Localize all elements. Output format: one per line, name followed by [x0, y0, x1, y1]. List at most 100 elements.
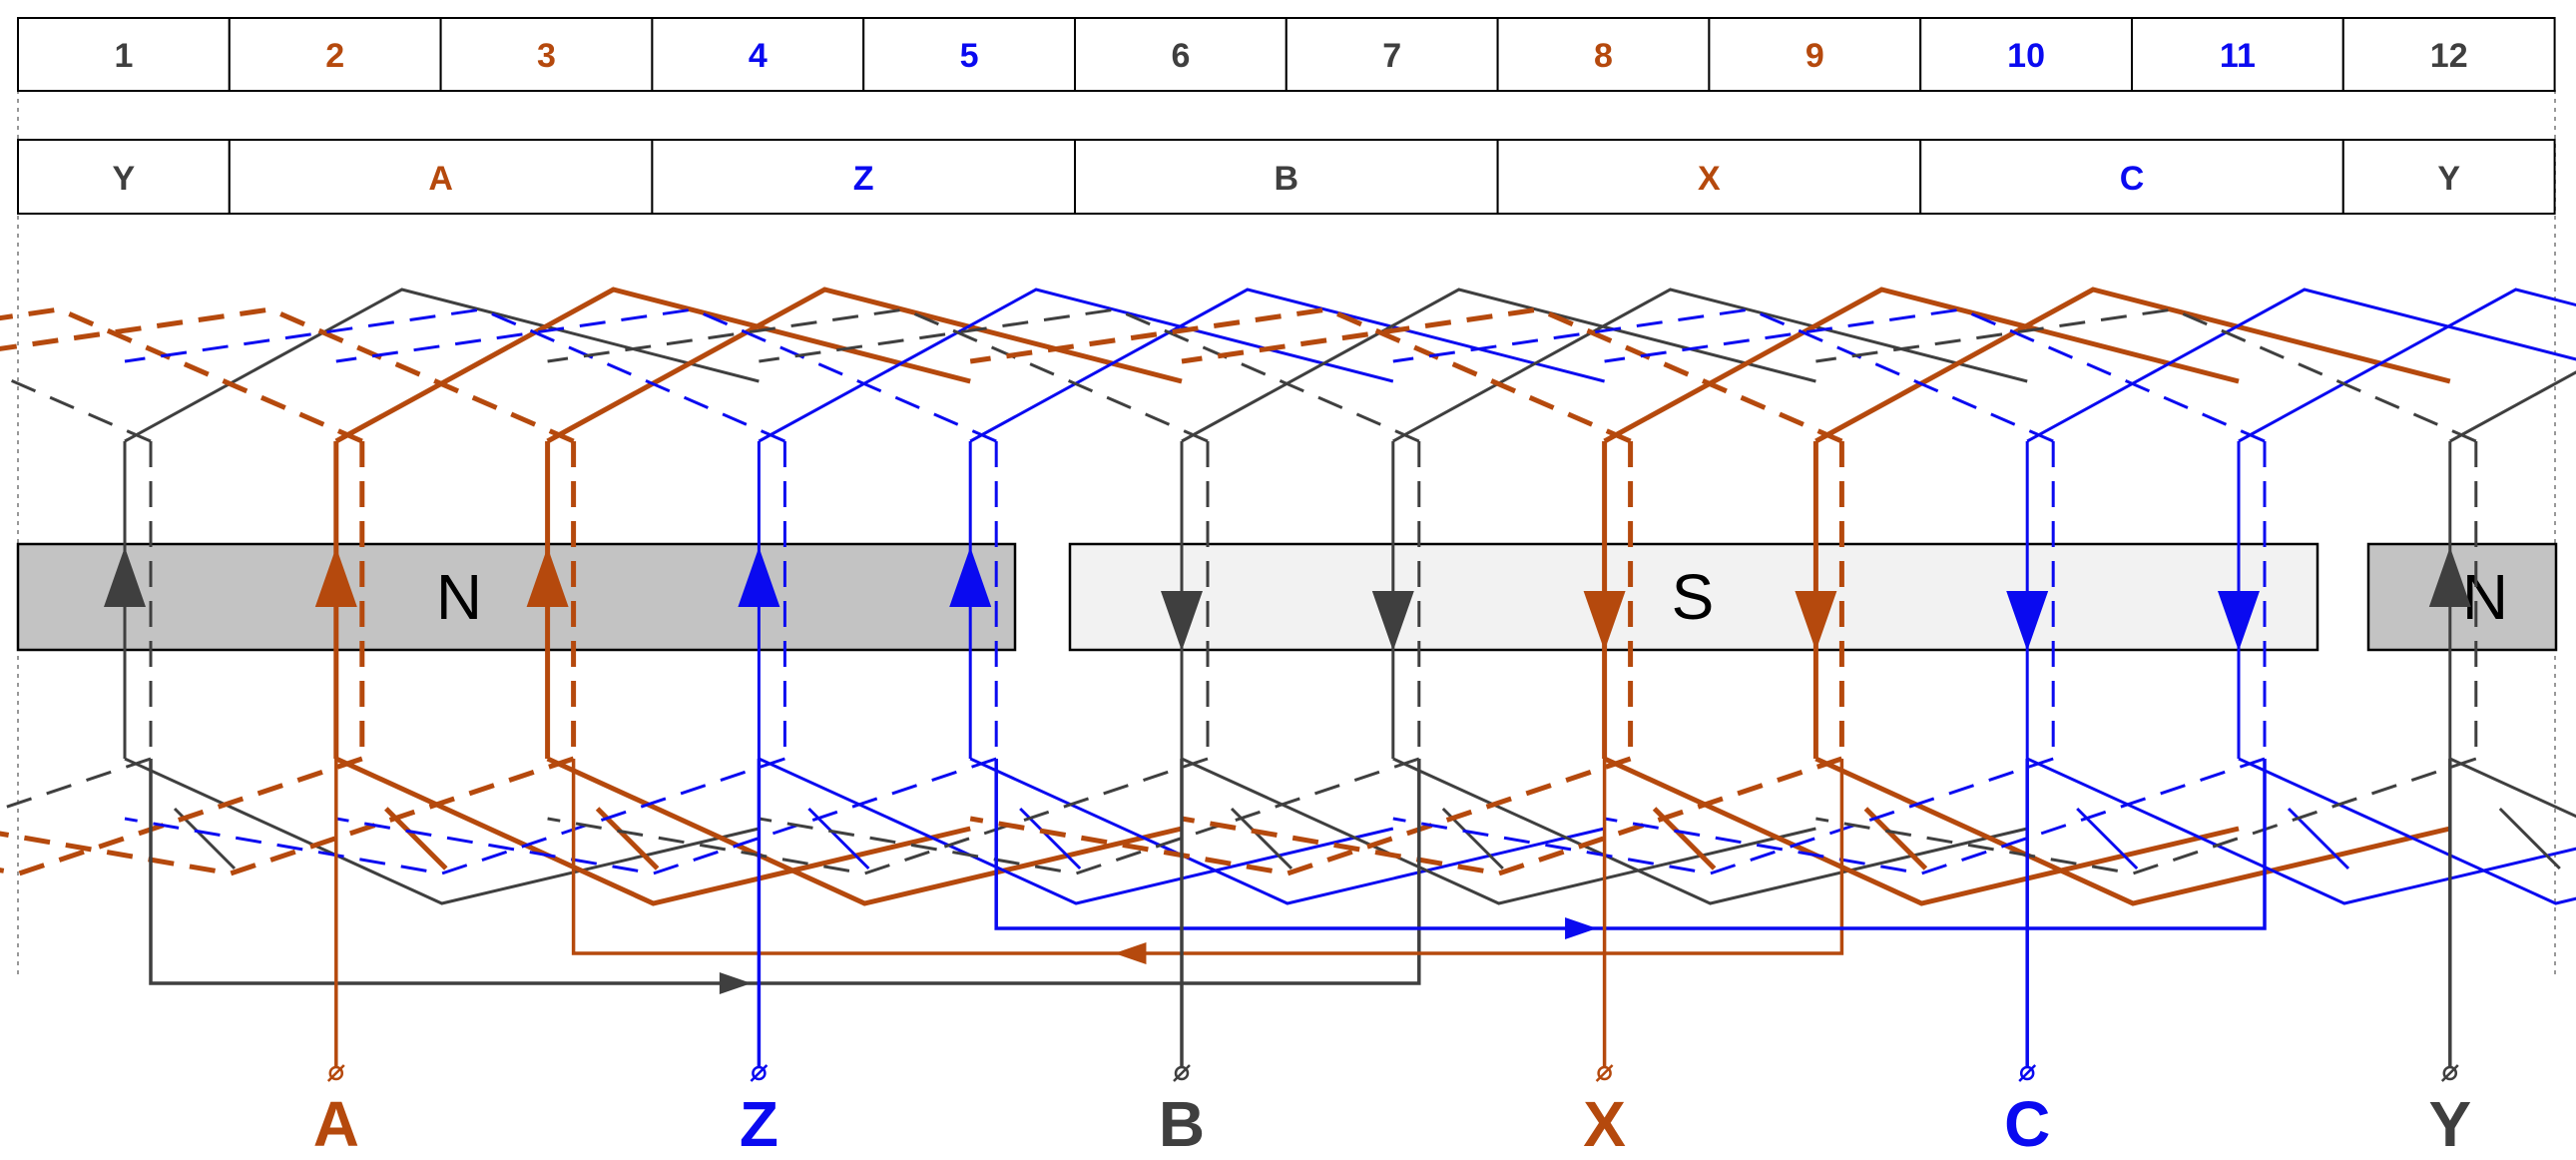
slot-number: 10 [2007, 37, 2045, 75]
arrow-up-icon [104, 547, 146, 607]
slot-cell [1919, 17, 2133, 92]
edge-guides [17, 90, 2556, 978]
slot-number: 4 [749, 37, 768, 75]
slot-number: 9 [1805, 37, 1824, 75]
coil-link [2498, 807, 2561, 870]
lower-end-solid [1814, 756, 2451, 906]
pole-n-left [16, 542, 1017, 652]
arrow-up-icon [2428, 547, 2471, 607]
phase-band-label: Z [853, 160, 874, 198]
terminal-label: X [1583, 1088, 1626, 1160]
phase-band-cell [2341, 139, 2556, 215]
upper-end-solid [1603, 287, 2240, 444]
slot-number: 12 [2430, 37, 2468, 75]
lower-end-dashed [0, 756, 575, 876]
phase-band-cell [1496, 139, 1922, 215]
slot-cell [228, 17, 442, 92]
terminal-label: Y [2428, 1088, 2471, 1160]
slot-number: 6 [1171, 37, 1190, 75]
pole-label-s: S [1672, 561, 1715, 633]
arrow-down-icon [1371, 591, 1414, 651]
terminal-slash-icon [750, 1064, 769, 1082]
lower-end-solid [2026, 757, 2576, 905]
interconnection [571, 759, 1844, 955]
pole-label-n-right: N [2462, 561, 2508, 633]
upper-end-windings [0, 287, 2576, 444]
slot-cell [2341, 17, 2556, 92]
lower-end-solid [2449, 757, 2576, 819]
upper-end-dashed [0, 306, 575, 444]
slot-number: 2 [325, 37, 344, 75]
phase-band-label: A [428, 160, 453, 198]
arrow-down-icon [1161, 591, 1203, 651]
phase-band-cell [651, 139, 1077, 215]
slot-cell [1074, 17, 1288, 92]
terminal-slash-icon [2440, 1064, 2459, 1082]
slot-cell [862, 17, 1077, 92]
slot-cell [1285, 17, 1499, 92]
arrow-left-icon [1114, 942, 1147, 964]
lower-end-solid [124, 757, 760, 905]
terminal-label: C [2004, 1088, 2050, 1160]
arrow-down-icon [2006, 591, 2049, 651]
lower-end-solid [1603, 756, 2240, 906]
slot-cell [1708, 17, 1922, 92]
slot-number: 1 [114, 37, 133, 75]
phase-band-label: Y [2437, 160, 2460, 198]
arrow-up-icon [949, 547, 992, 607]
upper-end-solid [124, 288, 760, 443]
phase-band-cell [17, 139, 231, 215]
magnet-poles: N S N [16, 542, 2558, 652]
phase-band-label: B [1275, 160, 1299, 198]
lower-end-solid [758, 757, 1394, 905]
terminal-slash-icon [326, 1064, 345, 1082]
terminal-label: A [313, 1088, 359, 1160]
slot-number: 8 [1594, 37, 1613, 75]
slot-cell [17, 17, 231, 92]
pole-s [1068, 542, 2319, 652]
interconnection [994, 759, 2267, 930]
arrow-up-icon [526, 547, 569, 607]
slot-cell [1496, 17, 1711, 92]
upper-end-solid [2238, 288, 2576, 443]
arrow-up-icon [314, 547, 357, 607]
upper-end-solid [2449, 370, 2576, 443]
arrow-right-icon [1565, 917, 1598, 939]
slot-number: 11 [2220, 37, 2256, 75]
phase-band-label: X [1698, 160, 1721, 198]
interconnection [149, 759, 1421, 985]
slot-conductors [104, 441, 2478, 759]
terminal-label: B [1159, 1088, 1205, 1160]
upper-end-solid [334, 287, 971, 444]
lower-end-solid [2238, 757, 2576, 905]
upper-end-solid [1814, 287, 2451, 444]
lower-end-windings [0, 756, 2576, 906]
arrow-down-icon [1795, 591, 1837, 651]
terminal-slash-icon [1595, 1064, 1614, 1082]
slot-number: 5 [960, 37, 979, 75]
phase-band-cell [1074, 139, 1499, 215]
phase-band-label: Y [113, 160, 136, 198]
lower-end-solid [969, 757, 1605, 905]
upper-end-solid [546, 287, 1183, 444]
lower-end-solid [334, 756, 971, 906]
upper-end-solid [2026, 288, 2576, 443]
upper-end-solid [969, 288, 1605, 443]
lower-end-solid [546, 756, 1183, 906]
phase-band-cell [228, 139, 654, 215]
terminal-slash-icon [2018, 1064, 2037, 1082]
upper-end-solid [1181, 288, 1816, 443]
upper-end-solid [758, 288, 1394, 443]
phase-band-label: C [2120, 160, 2145, 198]
slot-cell [2131, 17, 2344, 92]
lower-end-solid [1181, 757, 1816, 905]
lower-end-solid [1392, 757, 2028, 905]
pole-label-n-left: N [436, 561, 482, 633]
terminal-slash-icon [1173, 1064, 1191, 1082]
upper-end-dashed [0, 306, 363, 444]
terminal-label: Z [740, 1088, 778, 1160]
